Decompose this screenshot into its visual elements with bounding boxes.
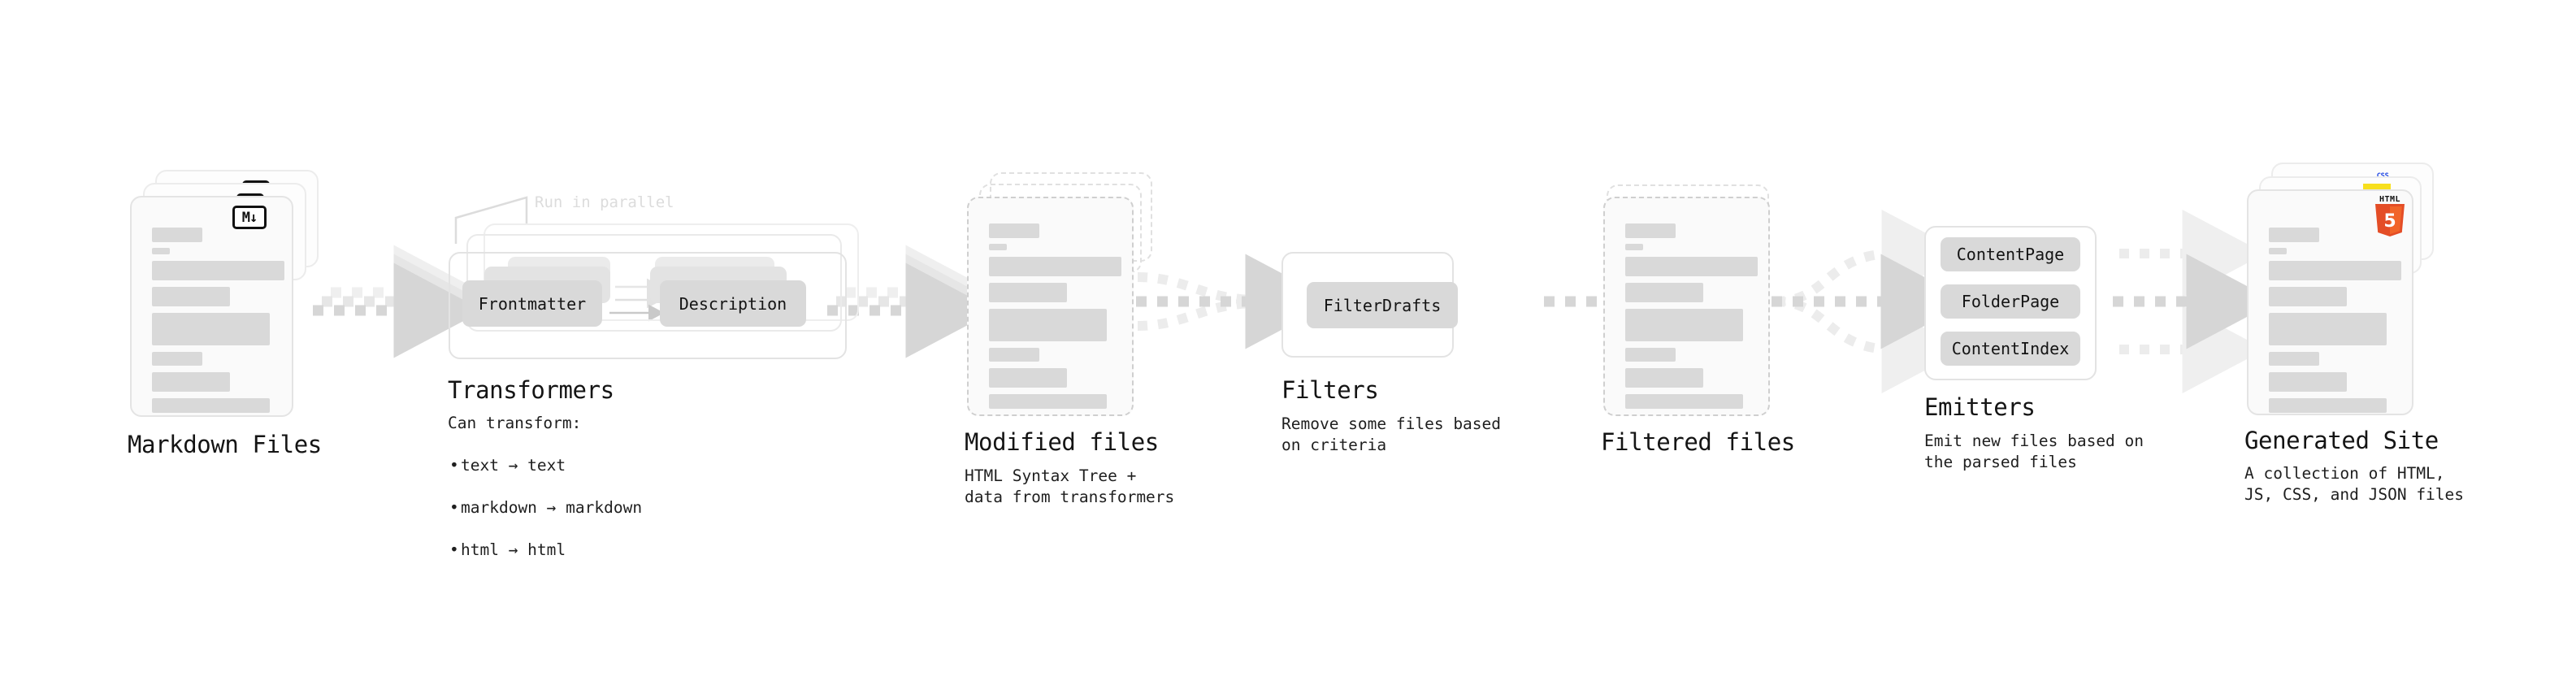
skeleton-line <box>1625 283 1703 302</box>
skeleton-line <box>152 287 230 306</box>
skeleton-line <box>1625 309 1743 341</box>
stage-title-transformers: Transformers <box>448 376 614 404</box>
skeleton-line <box>2269 248 2287 254</box>
run-in-parallel-annotation: Run in parallel <box>535 193 674 211</box>
generated-site-caption: A collection of HTML, JS, CSS, and JSON … <box>2244 464 2465 504</box>
skeleton-line <box>152 372 230 392</box>
skeleton-line <box>2269 228 2319 242</box>
skeleton-line <box>1625 244 1643 250</box>
skeleton-line <box>989 283 1067 302</box>
transformers-bullet-item: markdown → markdown <box>449 497 642 518</box>
transformer-chip-description[interactable]: Description <box>660 280 806 327</box>
arrow-emitters-to-site <box>2113 210 2276 393</box>
transformers-group-front <box>449 252 847 359</box>
site-card-front <box>2247 189 2413 415</box>
skeleton-line <box>152 228 202 242</box>
emitters-caption: Emit new files based on the parsed files <box>1924 432 2144 471</box>
skeleton-line <box>152 352 202 366</box>
skeleton-line <box>2269 398 2387 413</box>
filtered-card-front <box>1603 197 1770 416</box>
transformer-chip-frontmatter[interactable]: Frontmatter <box>462 280 602 327</box>
skeleton-line <box>989 244 1007 250</box>
transformers-bullet-list: text → text markdown → markdown html → h… <box>448 434 642 582</box>
skeleton-line <box>989 257 1121 276</box>
skeleton-line <box>2269 313 2387 345</box>
skeleton-line <box>152 398 270 413</box>
emitter-chip-contentpage[interactable]: ContentPage <box>1941 237 2080 271</box>
skeleton-line <box>152 313 270 345</box>
modified-files-caption: HTML Syntax Tree + data from transformer… <box>965 466 1175 506</box>
arrow-markdown-to-transformers <box>313 245 484 358</box>
skeleton-line <box>989 309 1107 341</box>
skeleton-line <box>2269 352 2319 366</box>
transformers-bullet-item: html → html <box>449 540 642 561</box>
skeleton-line <box>2269 372 2347 392</box>
skeleton-line <box>989 368 1067 388</box>
svg-text:5: 5 <box>2383 211 2396 232</box>
filter-chip-filterdrafts[interactable]: FilterDrafts <box>1307 282 1458 328</box>
transformers-bullet-item: text → text <box>449 455 642 476</box>
html5-shield-icon: 5 <box>2375 204 2405 236</box>
skeleton-line <box>989 348 1039 362</box>
skeleton-line <box>1625 368 1703 388</box>
stage-title-filters: Filters <box>1281 376 1379 404</box>
transformers-caption-lead: Can transform: <box>448 414 582 432</box>
skeleton-line <box>1625 223 1676 238</box>
stage-title-emitters: Emitters <box>1924 393 2036 421</box>
arrow-modified-to-filters <box>1136 254 1335 349</box>
skeleton-line <box>2269 287 2347 306</box>
emitter-chip-folderpage[interactable]: FolderPage <box>1941 284 2080 319</box>
stage-title-filtered-files: Filtered files <box>1601 428 1795 456</box>
skeleton-line <box>152 261 284 280</box>
skeleton-line <box>2269 261 2401 280</box>
skeleton-line <box>1625 348 1676 362</box>
skeleton-line <box>152 248 170 254</box>
html5-icon-label: HTML <box>2379 195 2401 204</box>
html5-icon: HTML 5 <box>2373 195 2407 237</box>
markdown-card-front <box>130 196 293 417</box>
skeleton-line <box>1625 394 1743 409</box>
filters-caption: Remove some files based on criteria <box>1281 414 1502 454</box>
skeleton-line <box>989 223 1039 238</box>
stage-title-markdown-files: Markdown Files <box>128 431 322 458</box>
skeleton-line <box>1625 257 1758 276</box>
stage-title-modified-files: Modified files <box>965 428 1159 456</box>
emitter-chip-contentindex[interactable]: ContentIndex <box>1941 332 2080 366</box>
markdown-icon: M↓ <box>232 206 267 229</box>
stage-title-generated-site: Generated Site <box>2244 427 2439 454</box>
skeleton-line <box>989 394 1107 409</box>
arrow-filtered-to-emitters <box>1772 210 1971 393</box>
modified-card-front <box>967 197 1134 416</box>
